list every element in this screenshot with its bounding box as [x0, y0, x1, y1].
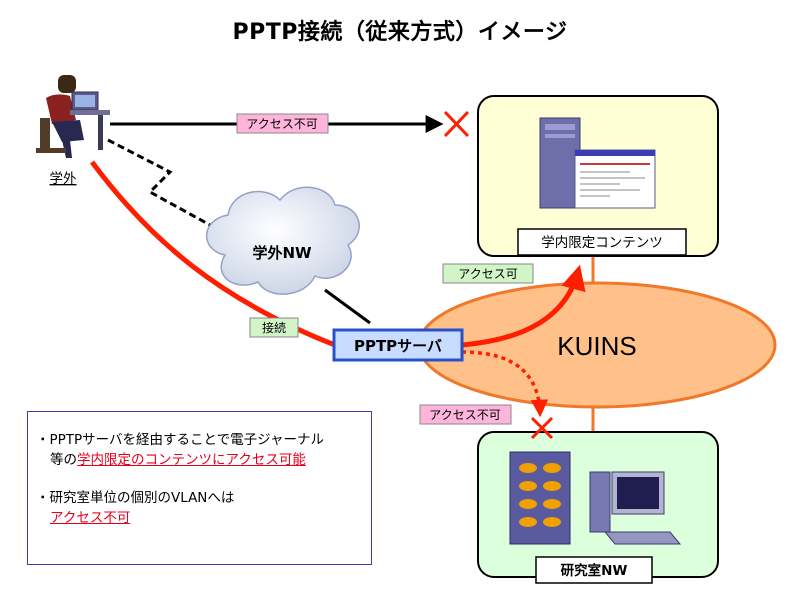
outside-nw-cloud — [205, 186, 360, 295]
access-ok-label: アクセス可 — [458, 267, 517, 281]
web-server-icon — [539, 117, 656, 209]
info-line-2-prefix: 等の — [50, 452, 77, 468]
connect-badge — [249, 317, 299, 338]
info-box: ・PPTPサーバを経由することで電子ジャーナル 等の学内限定のコンテンツにアクセ… — [27, 411, 372, 565]
outside-label: 学外 — [50, 171, 77, 187]
info-line-3: ・研究室単位の個別のVLANへは — [36, 490, 235, 506]
campus-content-label-box — [517, 228, 687, 256]
pptp-server-box — [332, 328, 464, 362]
workstation-icon — [589, 471, 682, 545]
lab-nw-label-box — [535, 556, 653, 584]
deny-mark-lab-icon — [530, 416, 554, 440]
connect-label: 接続 — [262, 320, 286, 335]
info-line-2: 等の学内限定のコンテンツにアクセス可能 — [36, 450, 365, 470]
outside-nw-label: 学外NW — [252, 244, 312, 262]
pptp-server-label: PPTPサーバ — [354, 337, 442, 355]
link-nw-to-pptp — [324, 288, 371, 325]
access-denied-lab-label: アクセス不可 — [429, 408, 500, 422]
lab-nw-label: 研究室NW — [561, 562, 628, 579]
info-line-2-highlight: 学内限定のコンテンツにアクセス可能 — [77, 452, 306, 468]
remote-user-icon — [36, 75, 110, 158]
kuins-label: KUINS — [557, 331, 636, 361]
access-ok-arrow — [461, 264, 586, 348]
deny-mark-top-icon — [443, 110, 470, 138]
campus-content-label: 学内限定コンテンツ — [541, 235, 663, 251]
page-title: PPTP接続（従来方式）イメージ — [232, 20, 568, 45]
access-denied-top-label: アクセス不可 — [246, 117, 317, 131]
access-denied-lab-badge — [419, 404, 512, 425]
info-line-4: アクセス不可 — [36, 508, 365, 528]
info-line-1: ・PPTPサーバを経由することで電子ジャーナル — [36, 432, 324, 448]
access-denied-top-badge — [236, 113, 329, 134]
dashed-link-to-outside-nw — [107, 138, 211, 227]
info-line-4-highlight: アクセス不可 — [50, 510, 131, 526]
access-denied-lab-arrow — [461, 350, 549, 418]
access-ok-badge — [442, 263, 534, 284]
storage-rack-icon — [509, 451, 571, 545]
